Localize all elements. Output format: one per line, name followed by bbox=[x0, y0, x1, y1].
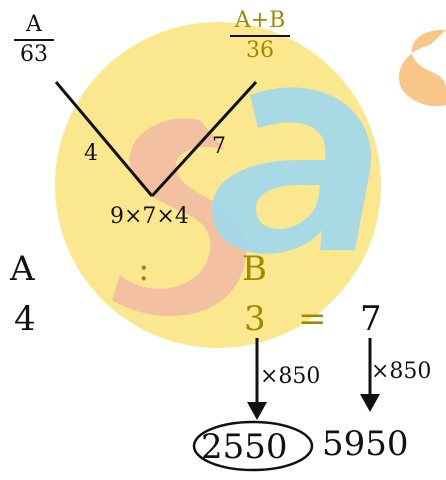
fraction-ab: A+B 36 bbox=[230, 10, 290, 62]
ratio-header-b: B bbox=[242, 249, 267, 289]
watermark-corner-mark bbox=[399, 29, 446, 107]
result-b-amount: 2550 bbox=[201, 427, 288, 467]
result-total-amount: 5950 bbox=[322, 424, 409, 464]
ratio-equals: = bbox=[298, 299, 327, 339]
arrow-b-head bbox=[247, 402, 267, 420]
v-left-line bbox=[54, 81, 154, 197]
multiplier-b: ×850 bbox=[260, 364, 321, 389]
watermark-s-letter bbox=[112, 118, 247, 317]
ratio-total: 7 bbox=[360, 299, 382, 339]
v-right-weight: 7 bbox=[212, 134, 226, 159]
v-left-weight: 4 bbox=[84, 141, 98, 166]
fraction-ab-numerator: A+B bbox=[234, 8, 286, 33]
result-b-circle bbox=[192, 420, 314, 472]
fraction-a: A 63 bbox=[14, 14, 54, 66]
ratio-value-a: 4 bbox=[14, 299, 36, 339]
fraction-ab-denominator: 36 bbox=[230, 35, 290, 62]
fraction-a-numerator: A bbox=[26, 12, 42, 37]
ratio-header-a: A bbox=[10, 249, 35, 289]
v-right-line bbox=[150, 80, 258, 198]
fraction-a-denominator: 63 bbox=[14, 39, 54, 66]
ratio-value-b: 3 bbox=[244, 299, 266, 339]
arrow-total-head bbox=[360, 394, 380, 412]
ratio-separator: : bbox=[138, 249, 150, 289]
multiplier-total: ×850 bbox=[371, 359, 432, 384]
watermark-a-letter bbox=[211, 87, 372, 254]
v-product: 9×7×4 bbox=[110, 204, 189, 229]
